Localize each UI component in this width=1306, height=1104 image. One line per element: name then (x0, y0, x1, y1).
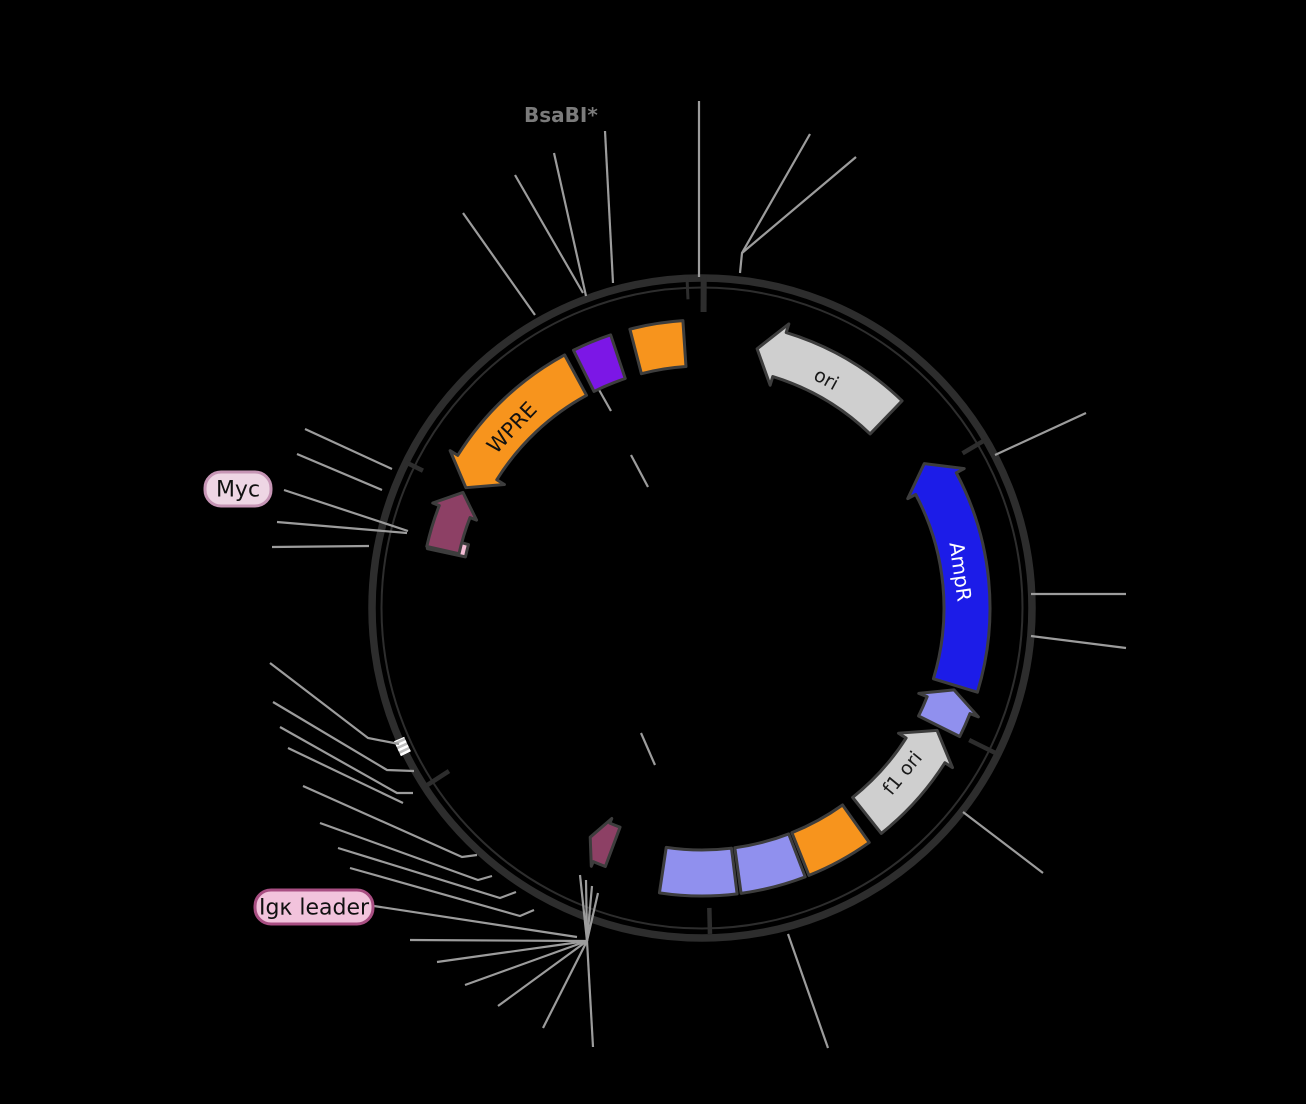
callout-line (373, 904, 578, 939)
floating-labels: BsaBI* (524, 103, 598, 127)
igk-leader-label[interactable]: Igκ leader (253, 888, 375, 926)
site-tick-marks (404, 275, 1000, 934)
callout-line (436, 939, 588, 964)
feature-orange-box-top[interactable] (628, 319, 688, 376)
callout-line (1030, 634, 1127, 650)
callout-line (630, 454, 649, 488)
feature-f1-ori[interactable] (851, 728, 954, 835)
feature-myc-cds-arrow[interactable] (425, 490, 479, 556)
callout-line (552, 152, 588, 297)
site-tick (707, 907, 713, 934)
callout-line (272, 701, 415, 773)
callout-line (302, 784, 478, 859)
bsabi-site-label: BsaBI* (524, 103, 598, 127)
callout-lines (269, 101, 1127, 1049)
myc-label-box[interactable] (203, 470, 273, 508)
feature-ampr-promoter[interactable] (917, 688, 980, 739)
ring-inner-circle (380, 286, 1024, 930)
white-hatched-ring-segment (394, 736, 411, 757)
callout-line (585, 892, 600, 942)
callout-line (349, 866, 535, 918)
callout-line (279, 726, 413, 795)
plasmid-backbone-ring (368, 274, 1036, 942)
callout-line (304, 428, 393, 470)
callout-line (271, 544, 370, 549)
feature-purple-box[interactable] (571, 333, 627, 393)
callout-line (337, 846, 517, 900)
feature-lavender-box-left[interactable] (657, 845, 739, 898)
callout-line (542, 940, 588, 1029)
callout-line (603, 130, 615, 284)
site-tick (685, 277, 690, 300)
callout-line (962, 811, 1044, 874)
igk-leader-label-text: Igκ leader (259, 896, 370, 921)
callout-line (283, 488, 409, 533)
callout-line (585, 885, 594, 942)
feature-wpre[interactable] (448, 353, 589, 490)
callout-line (462, 212, 536, 316)
callout-line (585, 940, 595, 1048)
callout-line (319, 821, 493, 882)
callout-line (639, 732, 657, 766)
callout-line (276, 520, 408, 535)
myc-label-text: Myc (216, 478, 260, 503)
site-tick (968, 738, 1000, 757)
callout-line (514, 174, 584, 294)
feature-igk-leader-arrow[interactable] (588, 816, 622, 869)
callout-line (497, 940, 588, 1007)
callout-line (994, 412, 1087, 456)
callout-line (464, 939, 588, 987)
feature-orange-box-bottom[interactable] (790, 803, 871, 877)
site-tick (404, 459, 424, 473)
feature-ori[interactable] (755, 322, 904, 436)
igk-leader-label-box[interactable] (253, 888, 375, 926)
callout-line (786, 933, 830, 1049)
site-tick (422, 769, 451, 790)
site-tick (961, 437, 988, 456)
callout-line (409, 938, 588, 943)
callout-line (269, 662, 400, 746)
callout-line (287, 747, 404, 804)
callout-line (741, 156, 857, 254)
ring-outer-circle (368, 274, 1036, 942)
myc-label[interactable]: Myc (203, 470, 273, 508)
callout-line (597, 387, 612, 412)
feature-lavender-box-right[interactable] (733, 832, 807, 895)
callout-line (296, 452, 383, 492)
feature-ampr[interactable] (906, 462, 992, 694)
